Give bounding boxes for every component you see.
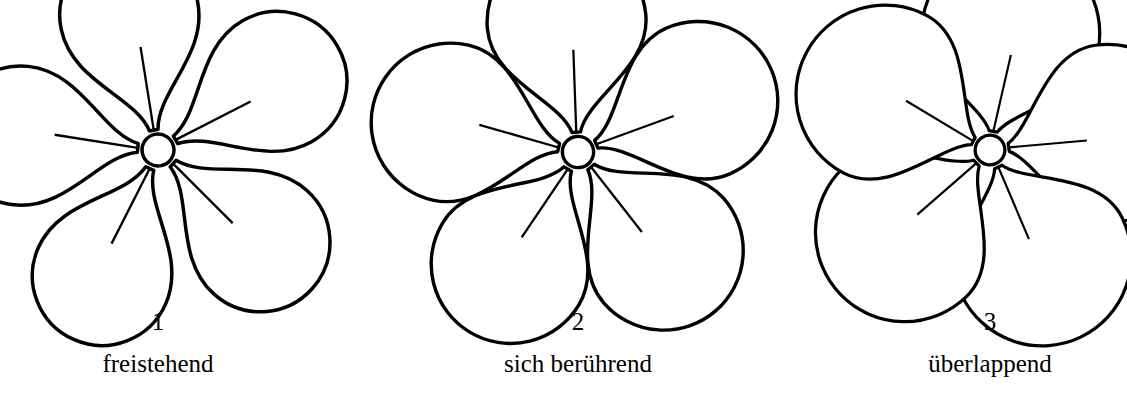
figure-caption: überlappend [928, 350, 1052, 378]
figure-number: 1 [152, 308, 165, 336]
free-flower [0, 0, 415, 400]
figure-caption: freistehend [102, 350, 213, 378]
overlapping-flower [730, 0, 1127, 406]
touching-flower [336, 0, 820, 388]
figure-caption: sich berührend [504, 350, 652, 378]
figure-number: 3 [984, 308, 997, 336]
figure-number: 2 [572, 308, 585, 336]
